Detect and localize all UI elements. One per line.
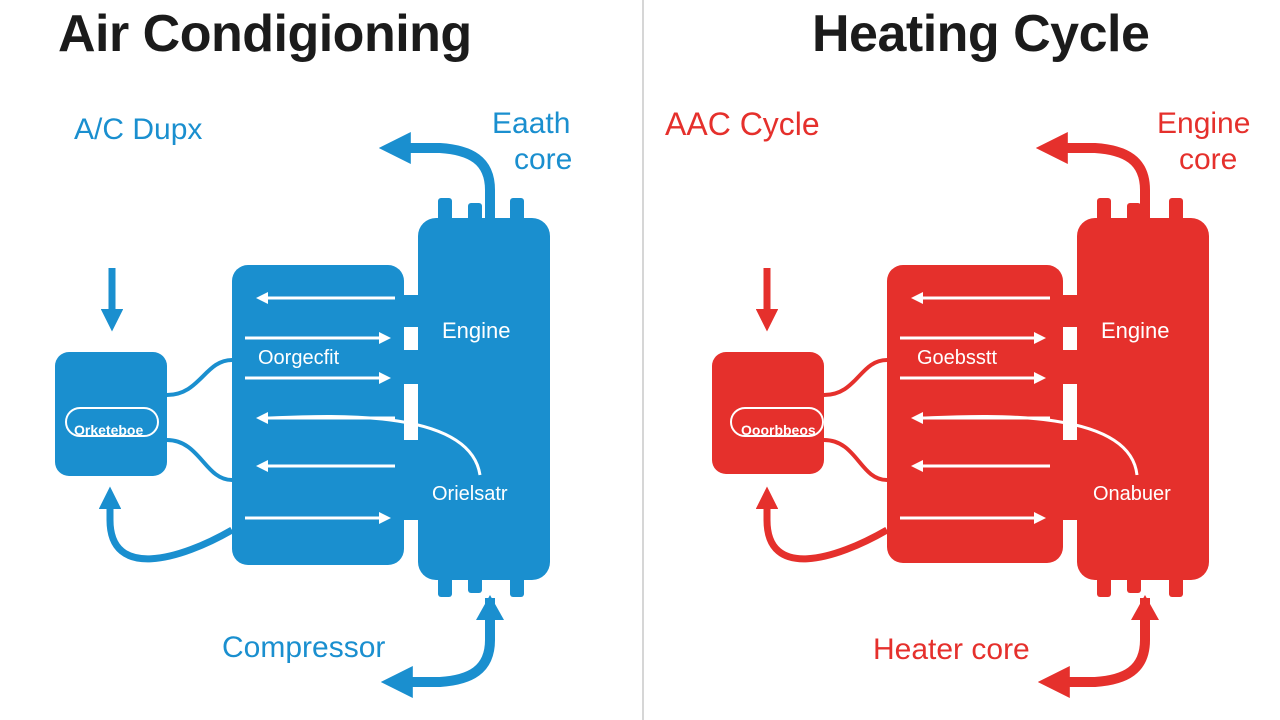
connector-slot (404, 350, 420, 384)
ac-duplex-label: A/C Dupx (74, 113, 203, 146)
return-loop-arrow (98, 486, 234, 563)
engine-label: Engine (442, 318, 511, 343)
slot-gap (1063, 327, 1079, 350)
engine-label: Engine (1101, 318, 1170, 343)
engine-feed-curve (269, 414, 482, 476)
engine-core-label: Engine core (1157, 106, 1250, 178)
exchanger-label: Goebsstt (917, 347, 998, 369)
engine-top-nub (438, 198, 452, 224)
top-outflow-arrow (1035, 131, 1150, 222)
pipe-lower (166, 438, 233, 482)
connector-slot (404, 295, 420, 327)
bottom-outflow-arrow (1037, 598, 1150, 699)
connector-slot (1063, 440, 1079, 520)
heating-diagram-graphic (712, 131, 1209, 699)
connector-slot (1063, 295, 1079, 327)
condenser-label: Oorgecfit (258, 347, 340, 369)
heater-core-label: Heater core (873, 633, 1030, 666)
engine-core-line1: Engine (1157, 107, 1251, 140)
ac-diagram-panel: A/C Dupx Eaath core Engine Oorgecfit Ori… (55, 106, 572, 699)
pipe-upper (823, 358, 888, 397)
earth-core-line1: Eaath (492, 107, 571, 140)
engine-bottom-nub (1127, 575, 1141, 593)
onabuer-label: Onabuer (1093, 483, 1171, 505)
return-loop-arrow (755, 486, 889, 563)
engine-feed-curve (924, 414, 1139, 476)
engine-bottom-nub (510, 575, 524, 597)
engine-top-nub (468, 203, 482, 224)
ac-diagram-graphic (55, 131, 550, 699)
title-air-conditioning: Air Condigioning (58, 5, 472, 63)
top-outflow-arrow (378, 131, 495, 222)
bottom-up-arrowhead (476, 595, 504, 620)
evaporator-box (55, 352, 167, 476)
engine-bottom-nub (1169, 575, 1183, 597)
engine-bottom-nub (1097, 575, 1111, 597)
engine-core-line2: core (1179, 143, 1238, 176)
engine-bottom-nub (468, 575, 482, 593)
pipe-lower (823, 438, 888, 482)
engine-top-nub (510, 198, 524, 224)
evaporator-label-pill (65, 407, 159, 437)
engine-bottom-nub (438, 575, 452, 597)
pipe-upper (166, 358, 233, 397)
slot-gap (404, 384, 420, 440)
heater-box (712, 352, 824, 474)
heater-box-label: Ooorbbeos (741, 422, 816, 438)
engine-top-nub (1097, 198, 1111, 224)
earth-core-line2: core (514, 143, 573, 176)
title-heating-cycle: Heating Cycle (812, 5, 1150, 63)
connector-slot (1063, 350, 1079, 384)
earth-core-label: Eaath core (492, 106, 572, 178)
connector-slot (404, 440, 420, 520)
bottom-outflow-arrow (380, 598, 495, 699)
aac-cycle-label: AAC Cycle (665, 106, 820, 142)
slot-gap (1063, 384, 1079, 440)
engine-top-nub (1169, 198, 1183, 224)
engine-block (418, 218, 550, 580)
orielsatr-label: Orielsatr (432, 483, 508, 505)
compressor-label: Compressor (222, 631, 386, 664)
heater-label-pill (730, 407, 824, 437)
engine-block (1077, 218, 1209, 580)
engine-top-nub (1127, 203, 1141, 224)
evaporator-label: Orketeboe (74, 422, 144, 438)
bottom-up-arrowhead (1131, 595, 1159, 620)
slot-gap (404, 327, 420, 350)
panel-divider (642, 0, 644, 720)
heating-diagram-panel: AAC Cycle Engine core Engine Goebsstt On… (645, 0, 1280, 720)
condenser-block (232, 265, 404, 565)
